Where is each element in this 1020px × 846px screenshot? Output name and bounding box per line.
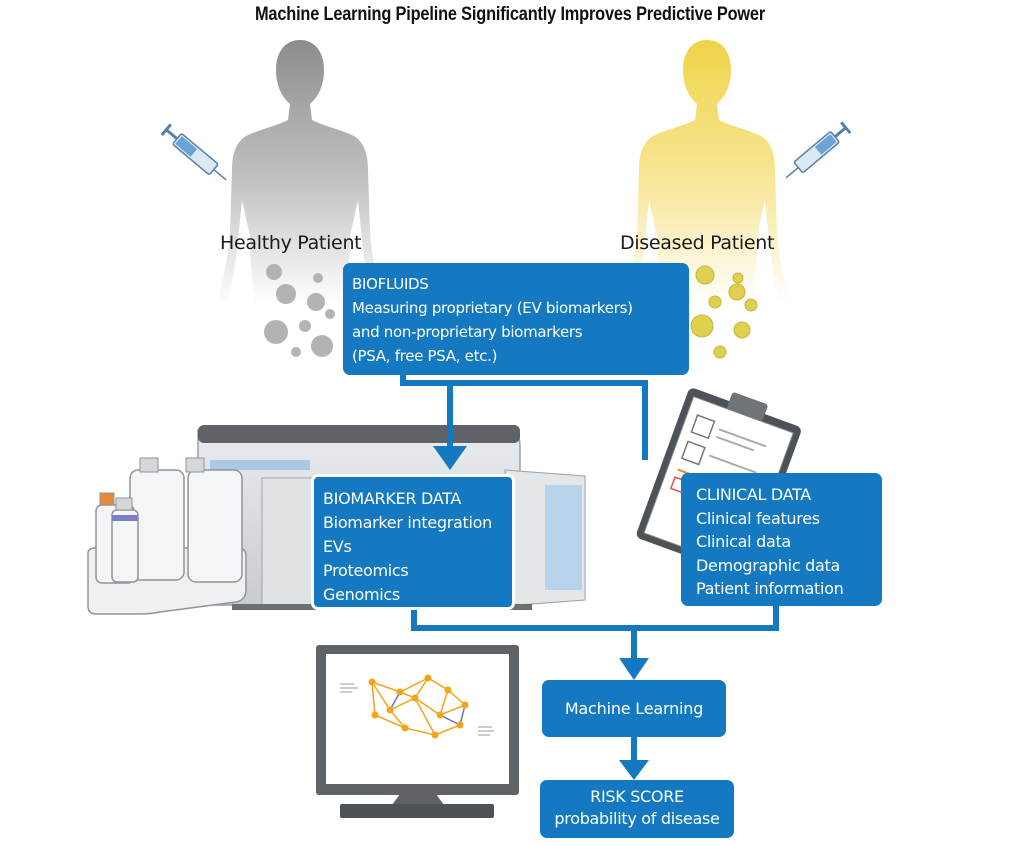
clinical-item: Patient information — [696, 579, 844, 598]
biomarker-item: EVs — [323, 537, 352, 556]
risk-score-subtext: probability of disease — [554, 809, 720, 828]
arrow-heads — [433, 446, 649, 780]
diseased-particles — [690, 265, 758, 359]
biofluids-line: and non-proprietary biomarkers — [352, 323, 583, 341]
biofluids-line: Measuring proprietary (EV biomarkers) — [352, 299, 633, 317]
flow-connectors — [400, 372, 779, 762]
arrow-down-icon — [433, 446, 467, 470]
clinical-item: Demographic data — [696, 555, 840, 575]
syringe-icon — [785, 121, 852, 179]
biomarker-item: Proteomics — [323, 561, 409, 580]
machine-learning-label: Machine Learning — [564, 699, 704, 718]
arrow-down-icon — [619, 658, 649, 680]
biomarker-item: Biomarker integration — [323, 513, 492, 532]
clinical-item: Clinical features — [696, 508, 820, 528]
healthy-patient-label: Healthy Patient — [220, 232, 362, 254]
risk-score-heading: RISK SCORE — [590, 787, 684, 806]
clinical-heading: CLINICAL DATA — [696, 485, 811, 504]
risk-score-box: RISK SCORE probability of disease — [540, 780, 734, 838]
biomarker-heading: BIOMARKER DATA — [323, 489, 461, 508]
biofluids-heading: BIOFLUIDS — [352, 275, 429, 293]
biomarker-item: Genomics — [323, 585, 400, 604]
clinical-data-box: CLINICAL DATA Clinical features Clinical… — [681, 473, 882, 606]
diseased-patient-figure — [625, 40, 789, 305]
diseased-patient-label: Diseased Patient — [620, 232, 775, 254]
page-title: Machine Learning Pipeline Significantly … — [254, 4, 766, 25]
syringe-icon — [160, 123, 227, 181]
biofluids-line: (PSA, free PSA, etc.) — [352, 347, 498, 365]
biomarker-data-box: BIOMARKER DATA Biomarker integration EVs… — [311, 474, 515, 610]
biofluids-box: BIOFLUIDS Measuring proprietary (EV biom… — [343, 263, 689, 375]
arrow-down-icon — [619, 760, 649, 780]
reagent-bottles — [87, 457, 247, 615]
clinical-item: Clinical data — [696, 532, 791, 551]
computer-monitor — [316, 645, 519, 818]
healthy-patient-figure — [218, 40, 382, 305]
machine-learning-box: Machine Learning — [542, 680, 726, 737]
neural-network-graph — [340, 674, 494, 739]
healthy-particles — [264, 264, 335, 357]
